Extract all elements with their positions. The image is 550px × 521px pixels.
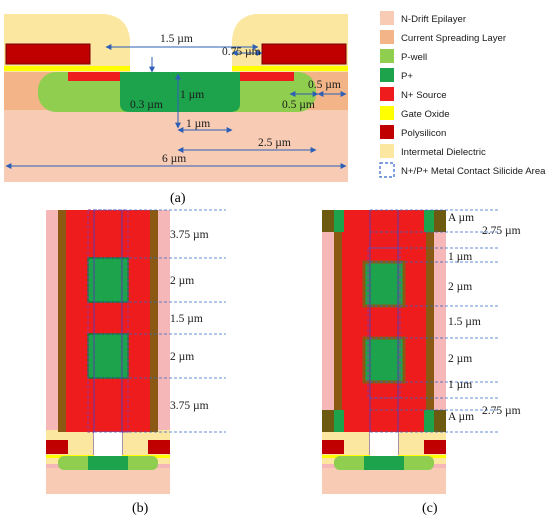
c-pplus-x (364, 456, 404, 470)
c-drift-bottom (322, 468, 446, 494)
a-nplus-left (68, 72, 126, 81)
panel-c-layout: A µm 2.75 µm 1 µm 2 µm 1.5 µm 2 µm 1 µm A µm 2.7… (322, 209, 521, 516)
b-dark-edge-right (150, 210, 158, 432)
c-poly-right (424, 440, 446, 454)
a-gate-oxide-left (4, 66, 130, 71)
b-pplus-2 (87, 333, 129, 379)
b-pplus-1 (87, 257, 129, 303)
panel-a-cross-section: 1.5 µm 0.75 µm 0.5 µm 0.5 µm 1 µm 0.3 µm… (4, 14, 348, 206)
panel-b-layout: 3.75 µm 2 µm 1.5 µm 2 µm 3.75 µm (b) (46, 209, 226, 516)
legend-label-1: Current Spreading Layer (401, 33, 507, 44)
c-pplus-2 (362, 336, 406, 384)
legend-swatch-4 (380, 87, 394, 101)
legend-label-7: Intermetal Dielectric (401, 147, 486, 158)
b-dim-label-3: 2 µm (170, 351, 194, 363)
b-dim-label-0: 3.75 µm (170, 229, 209, 241)
legend-label-6: Polysilicon (401, 128, 446, 139)
b-dim-label-1: 2 µm (170, 275, 194, 287)
b-nplus-strip (66, 210, 150, 432)
c-dim-label-8: 2.75 µm (482, 405, 521, 417)
legend-label-5: Gate Oxide (401, 109, 450, 120)
a-dim-label-9: 6 µm (162, 153, 186, 165)
legend-label-0: N-Drift Epilayer (401, 14, 467, 25)
legend-label-3: P+ (401, 71, 413, 82)
legend-swatch-2 (380, 49, 394, 63)
c-dim-dashes: A µm 2.75 µm 1 µm 2 µm 1.5 µm 2 µm 1 µm A µm 2.7… (370, 209, 521, 433)
a-poly-right (261, 43, 347, 65)
b-opening (94, 432, 122, 456)
a-dim-label-1: 1.5 µm (160, 33, 193, 45)
c-poly-left (322, 440, 344, 454)
c-caption: (c) (422, 501, 438, 516)
b-pplus-x (88, 456, 128, 470)
legend-swatch-0 (380, 11, 394, 25)
a-dim-label-4: 0.5 µm (282, 99, 315, 111)
c-dim-label-0: A µm (448, 212, 474, 224)
a-dim-label-7: 1 µm (186, 118, 210, 130)
b-poly-right (148, 440, 170, 454)
c-olive-bot-l (322, 410, 334, 432)
c-nplus-strip (342, 210, 426, 432)
c-pplus-bot-r (424, 410, 434, 432)
c-dark-edge-left (334, 210, 342, 432)
b-dim-dashes: 3.75 µm 2 µm 1.5 µm 2 µm 3.75 µm (94, 209, 226, 433)
c-pplus-1 (362, 260, 406, 308)
c-olive-bot-r (434, 410, 446, 432)
c-pplus-top-l (334, 210, 344, 232)
c-dim-label-7: A µm (448, 411, 474, 423)
legend-swatch-5 (380, 106, 394, 120)
c-dark-edge-right (426, 210, 434, 432)
c-pplus-bot-l (334, 410, 344, 432)
b-drift-bottom (46, 468, 170, 494)
c-dim-label-3: 2 µm (448, 281, 472, 293)
c-dim-label-4: 1.5 µm (448, 316, 481, 328)
legend-label-8: N+/P+ Metal Contact Silicide Area (401, 166, 546, 177)
legend-swatch-7 (380, 144, 394, 158)
c-opening (370, 432, 398, 456)
c-pplus-top-r (424, 210, 434, 232)
c-olive-top-l (322, 210, 334, 232)
a-nplus-right (236, 72, 294, 81)
b-caption: (b) (132, 501, 149, 516)
c-dim-label-1: 2.75 µm (482, 225, 521, 237)
a-dim-label-6: 0.3 µm (130, 99, 163, 111)
b-dark-edge-left (58, 210, 66, 432)
legend-swatch-6 (380, 125, 394, 139)
c-olive-top-r (434, 210, 446, 232)
b-poly-left (46, 440, 68, 454)
a-dim-label-2: 0.75 µm (222, 46, 261, 58)
a-poly-left (5, 43, 91, 65)
b-dim-label-2: 1.5 µm (170, 313, 203, 325)
a-dim-label-8: 2.5 µm (258, 137, 291, 149)
a-caption: (a) (170, 191, 186, 206)
legend-swatch-8 (379, 162, 395, 178)
legend-label-2: P-well (401, 52, 427, 63)
b-dim-label-4: 3.75 µm (170, 400, 209, 412)
a-gate-oxide-right (232, 66, 348, 71)
c-contact-area (367, 247, 401, 399)
legend-swatch-1 (380, 30, 394, 44)
a-dim-label-5: 1 µm (180, 89, 204, 101)
legend-label-4: N+ Source (401, 90, 447, 101)
c-dim-label-2: 1 µm (448, 251, 472, 263)
legend-swatch-3 (380, 68, 394, 82)
c-dim-label-5: 2 µm (448, 353, 472, 365)
c-dim-label-6: 1 µm (448, 379, 472, 391)
a-dim-label-3: 0.5 µm (308, 79, 341, 91)
